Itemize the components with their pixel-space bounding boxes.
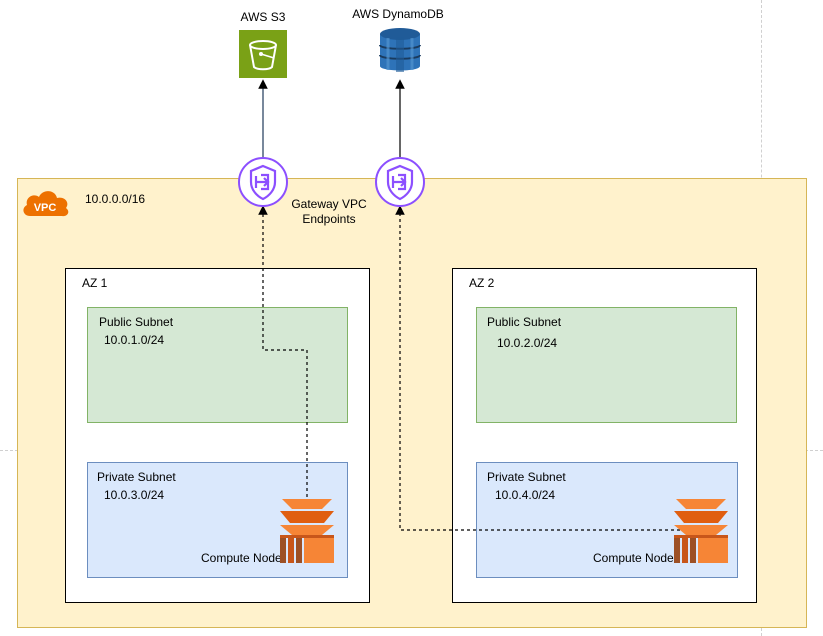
endpoints-label-line1: Gateway VPC — [291, 197, 367, 211]
az1-public-subnet[interactable] — [87, 307, 348, 423]
s3-label: AWS S3 — [240, 10, 286, 24]
vpc-cloud-icon: VPC — [23, 191, 69, 217]
az2-public-subnet-label: Public Subnet — [487, 315, 562, 329]
az2-compute-label: Compute Node — [593, 551, 674, 565]
s3-bucket-icon — [239, 30, 287, 78]
az1-compute-to-s3-endpoint-line — [258, 205, 308, 497]
gateway-endpoint-icon-s3 — [238, 157, 288, 207]
vpc-badge-text: VPC — [34, 202, 57, 214]
ec2-compute-icon-az1 — [280, 499, 334, 563]
dynamodb-icon — [379, 28, 421, 72]
az1-public-subnet-label: Public Subnet — [99, 315, 174, 329]
endpoints-label-line2: Endpoints — [302, 212, 356, 226]
az1-public-subnet-cidr: 10.0.1.0/24 — [104, 333, 165, 347]
dynamodb-label: AWS DynamoDB — [352, 7, 444, 21]
az2-compute-to-dynamodb-endpoint-line — [395, 205, 680, 531]
az2-public-subnet-cidr: 10.0.2.0/24 — [497, 336, 558, 350]
az2-private-subnet-label: Private Subnet — [487, 470, 566, 484]
gateway-endpoint-icon-dynamodb — [375, 157, 425, 207]
az1-private-subnet-label: Private Subnet — [97, 470, 176, 484]
ec2-compute-icon-az2 — [674, 499, 728, 563]
az1-label: AZ 1 — [82, 276, 108, 290]
vpc-cidr: 10.0.0.0/16 — [85, 192, 146, 206]
az2-private-subnet-cidr: 10.0.4.0/24 — [495, 488, 556, 502]
az1-compute-label: Compute Node — [201, 551, 282, 565]
az2-label: AZ 2 — [469, 276, 495, 290]
az2-public-subnet[interactable] — [476, 307, 737, 423]
az1-private-subnet-cidr: 10.0.3.0/24 — [104, 488, 165, 502]
